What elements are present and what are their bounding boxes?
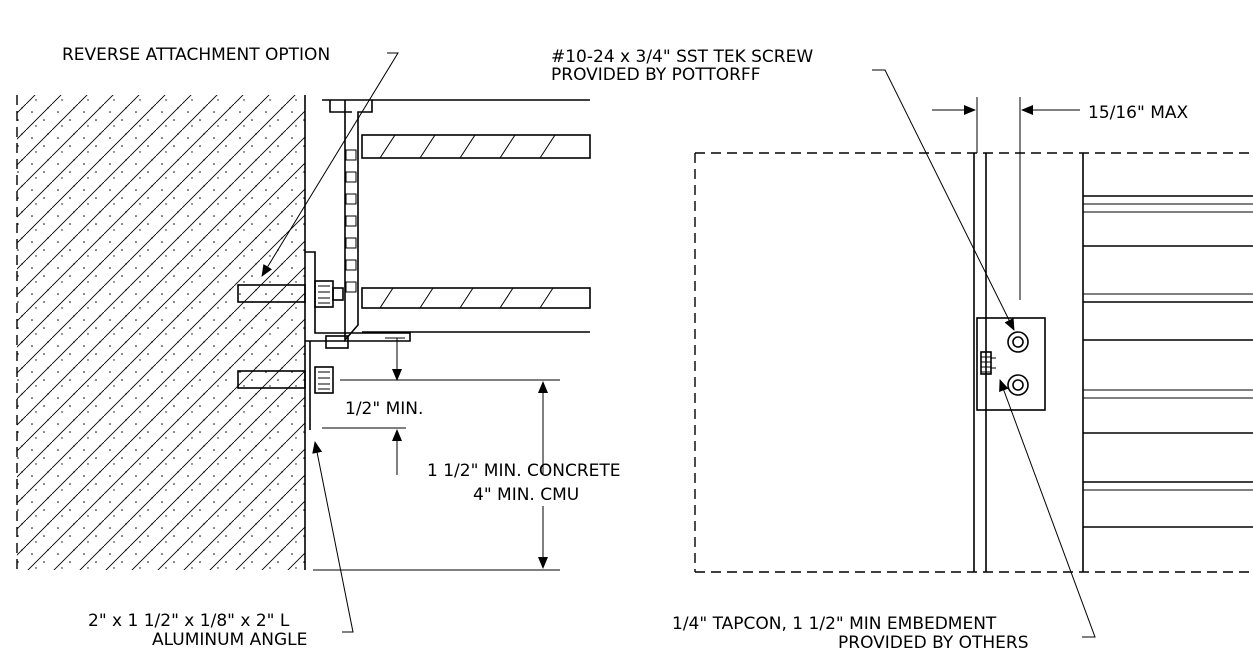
concrete-wall <box>17 95 305 570</box>
angle-leader <box>312 441 354 633</box>
angle-label-line1: 2" x 1 1/2" x 1/8" x 2" L <box>88 611 290 631</box>
tapcon-label-line2: PROVIDED BY OTHERS <box>838 633 1029 653</box>
louver-blades <box>1083 195 1253 528</box>
tapcon-label-line1: 1/4" TAPCON, 1 1/2" MIN EMBEDMENT <box>672 614 997 634</box>
upper-blade <box>361 134 591 159</box>
half-min-label: 1/2" MIN. <box>345 399 423 419</box>
reverse-attachment-label: REVERSE ATTACHMENT OPTION <box>62 45 330 65</box>
tapcon-leader <box>999 379 1096 638</box>
lower-blade <box>361 287 591 333</box>
max-gap-label: 15/16" MAX <box>1088 103 1189 123</box>
damper-frame <box>322 99 590 343</box>
right-elevation-view <box>694 69 1253 638</box>
screw-leader <box>872 69 1015 331</box>
aluminum-angle <box>305 251 411 430</box>
dimension-max <box>932 97 1080 300</box>
angle-label-line2: ALUMINUM ANGLE <box>152 630 307 650</box>
lower-anchor <box>237 366 334 394</box>
concrete-label-line1: 1 1/2" MIN. CONCRETE <box>427 461 621 481</box>
concrete-label-line2: 4" MIN. CMU <box>473 485 579 505</box>
clip-bracket <box>976 317 1046 411</box>
screw-label-line1: #10-24 x 3/4" SST TEK SCREW <box>551 47 813 67</box>
upper-anchor <box>237 280 344 308</box>
left-section-view <box>16 52 591 633</box>
dimensions-left <box>313 337 560 571</box>
screw-label-line2: PROVIDED BY POTTORFF <box>551 65 761 85</box>
reverse-leader <box>261 52 399 277</box>
